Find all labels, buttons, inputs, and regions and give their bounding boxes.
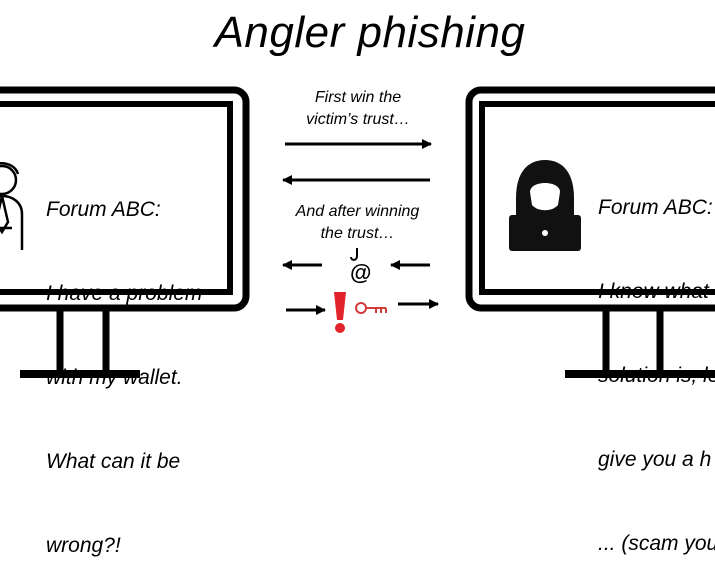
svg-text:@: @ xyxy=(350,260,371,285)
exfiltration-arrows xyxy=(286,299,439,315)
caption-first-win-trust: First win the victim’s trust… xyxy=(306,89,410,128)
victim-line-3: What can it be xyxy=(46,450,181,473)
trust-arrows xyxy=(282,139,432,185)
hooded-hacker-icon xyxy=(509,160,581,251)
exclamation-icon xyxy=(334,292,346,333)
key-icon xyxy=(355,302,387,314)
attacker-monitor xyxy=(465,86,715,378)
victim-monitor xyxy=(0,86,250,378)
fishhook-at-icon: @ xyxy=(350,248,371,285)
victim-line-4: wrong?! xyxy=(46,534,121,557)
diagram-canvas: @ xyxy=(0,86,715,378)
diagram-title: Angler phishing xyxy=(214,8,526,57)
victim-forum-label: Forum ABC: xyxy=(46,198,161,221)
attacker-line-2: solution is, le xyxy=(598,364,715,387)
attacker-forum-label: Forum ABC: xyxy=(598,196,713,219)
attacker-line-1: I know what xyxy=(598,280,709,303)
victim-line-1: I have a problem xyxy=(46,282,203,305)
victim-line-2: with my wallet. xyxy=(46,366,183,389)
caption-after-winning-trust: And after winning the trust… xyxy=(295,203,420,242)
person-icon xyxy=(0,162,24,250)
attacker-line-4: ... (scam you xyxy=(598,532,715,555)
attacker-message: Forum ABC: I know what solution is, le g… xyxy=(598,138,715,586)
victim-message: Forum ABC: I have a problem with my wall… xyxy=(46,140,202,588)
attacker-line-3: give you a h xyxy=(598,448,712,471)
